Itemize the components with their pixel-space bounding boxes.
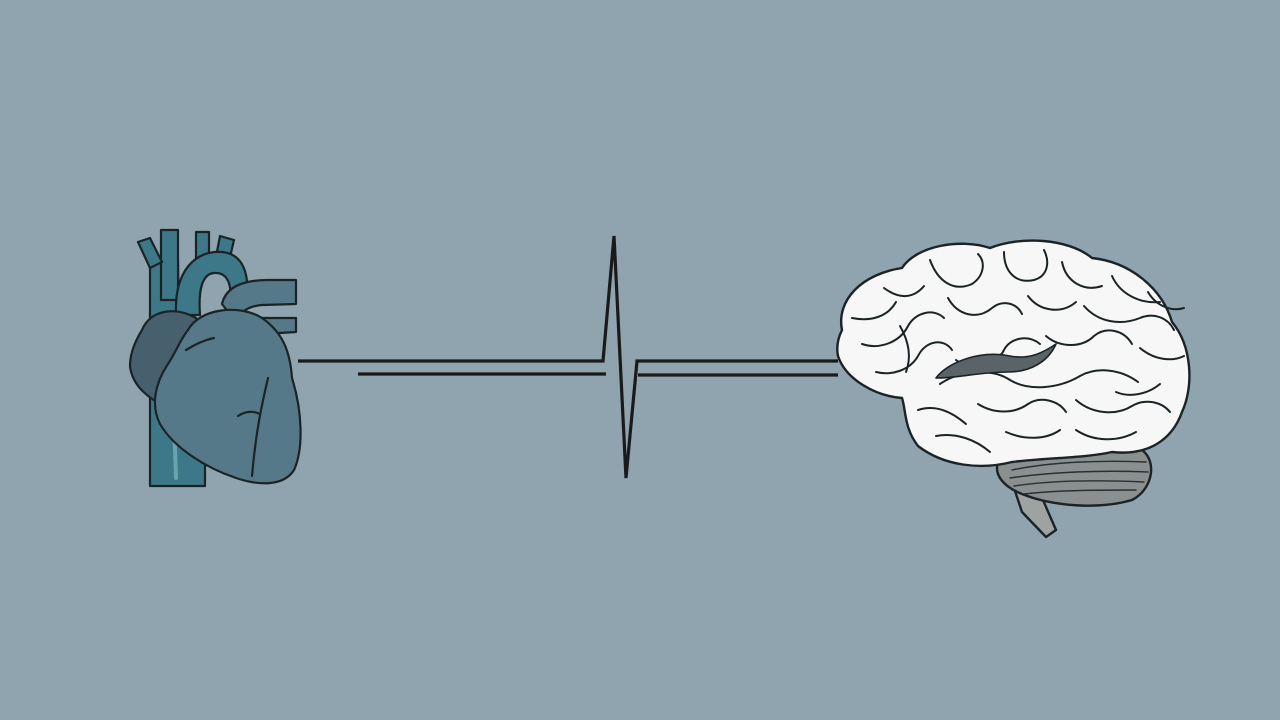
heart-coronary-groove xyxy=(250,376,270,478)
heart-vessel-top-left xyxy=(159,228,180,302)
brain-cerebrum xyxy=(836,239,1191,467)
pulse-line-upper xyxy=(298,235,838,479)
brain-lateral-sulcus xyxy=(935,343,1057,379)
heart-icon xyxy=(128,228,302,488)
heart-coronary-branch xyxy=(236,410,262,418)
heart-vessel-branch-left xyxy=(136,236,164,270)
brain-cerebellum-folds xyxy=(1009,460,1149,495)
heart-ventricles xyxy=(153,308,302,485)
brain-icon xyxy=(836,239,1191,539)
heart-atrial-line xyxy=(184,336,216,352)
heartbeat-pulse-line xyxy=(298,235,838,479)
